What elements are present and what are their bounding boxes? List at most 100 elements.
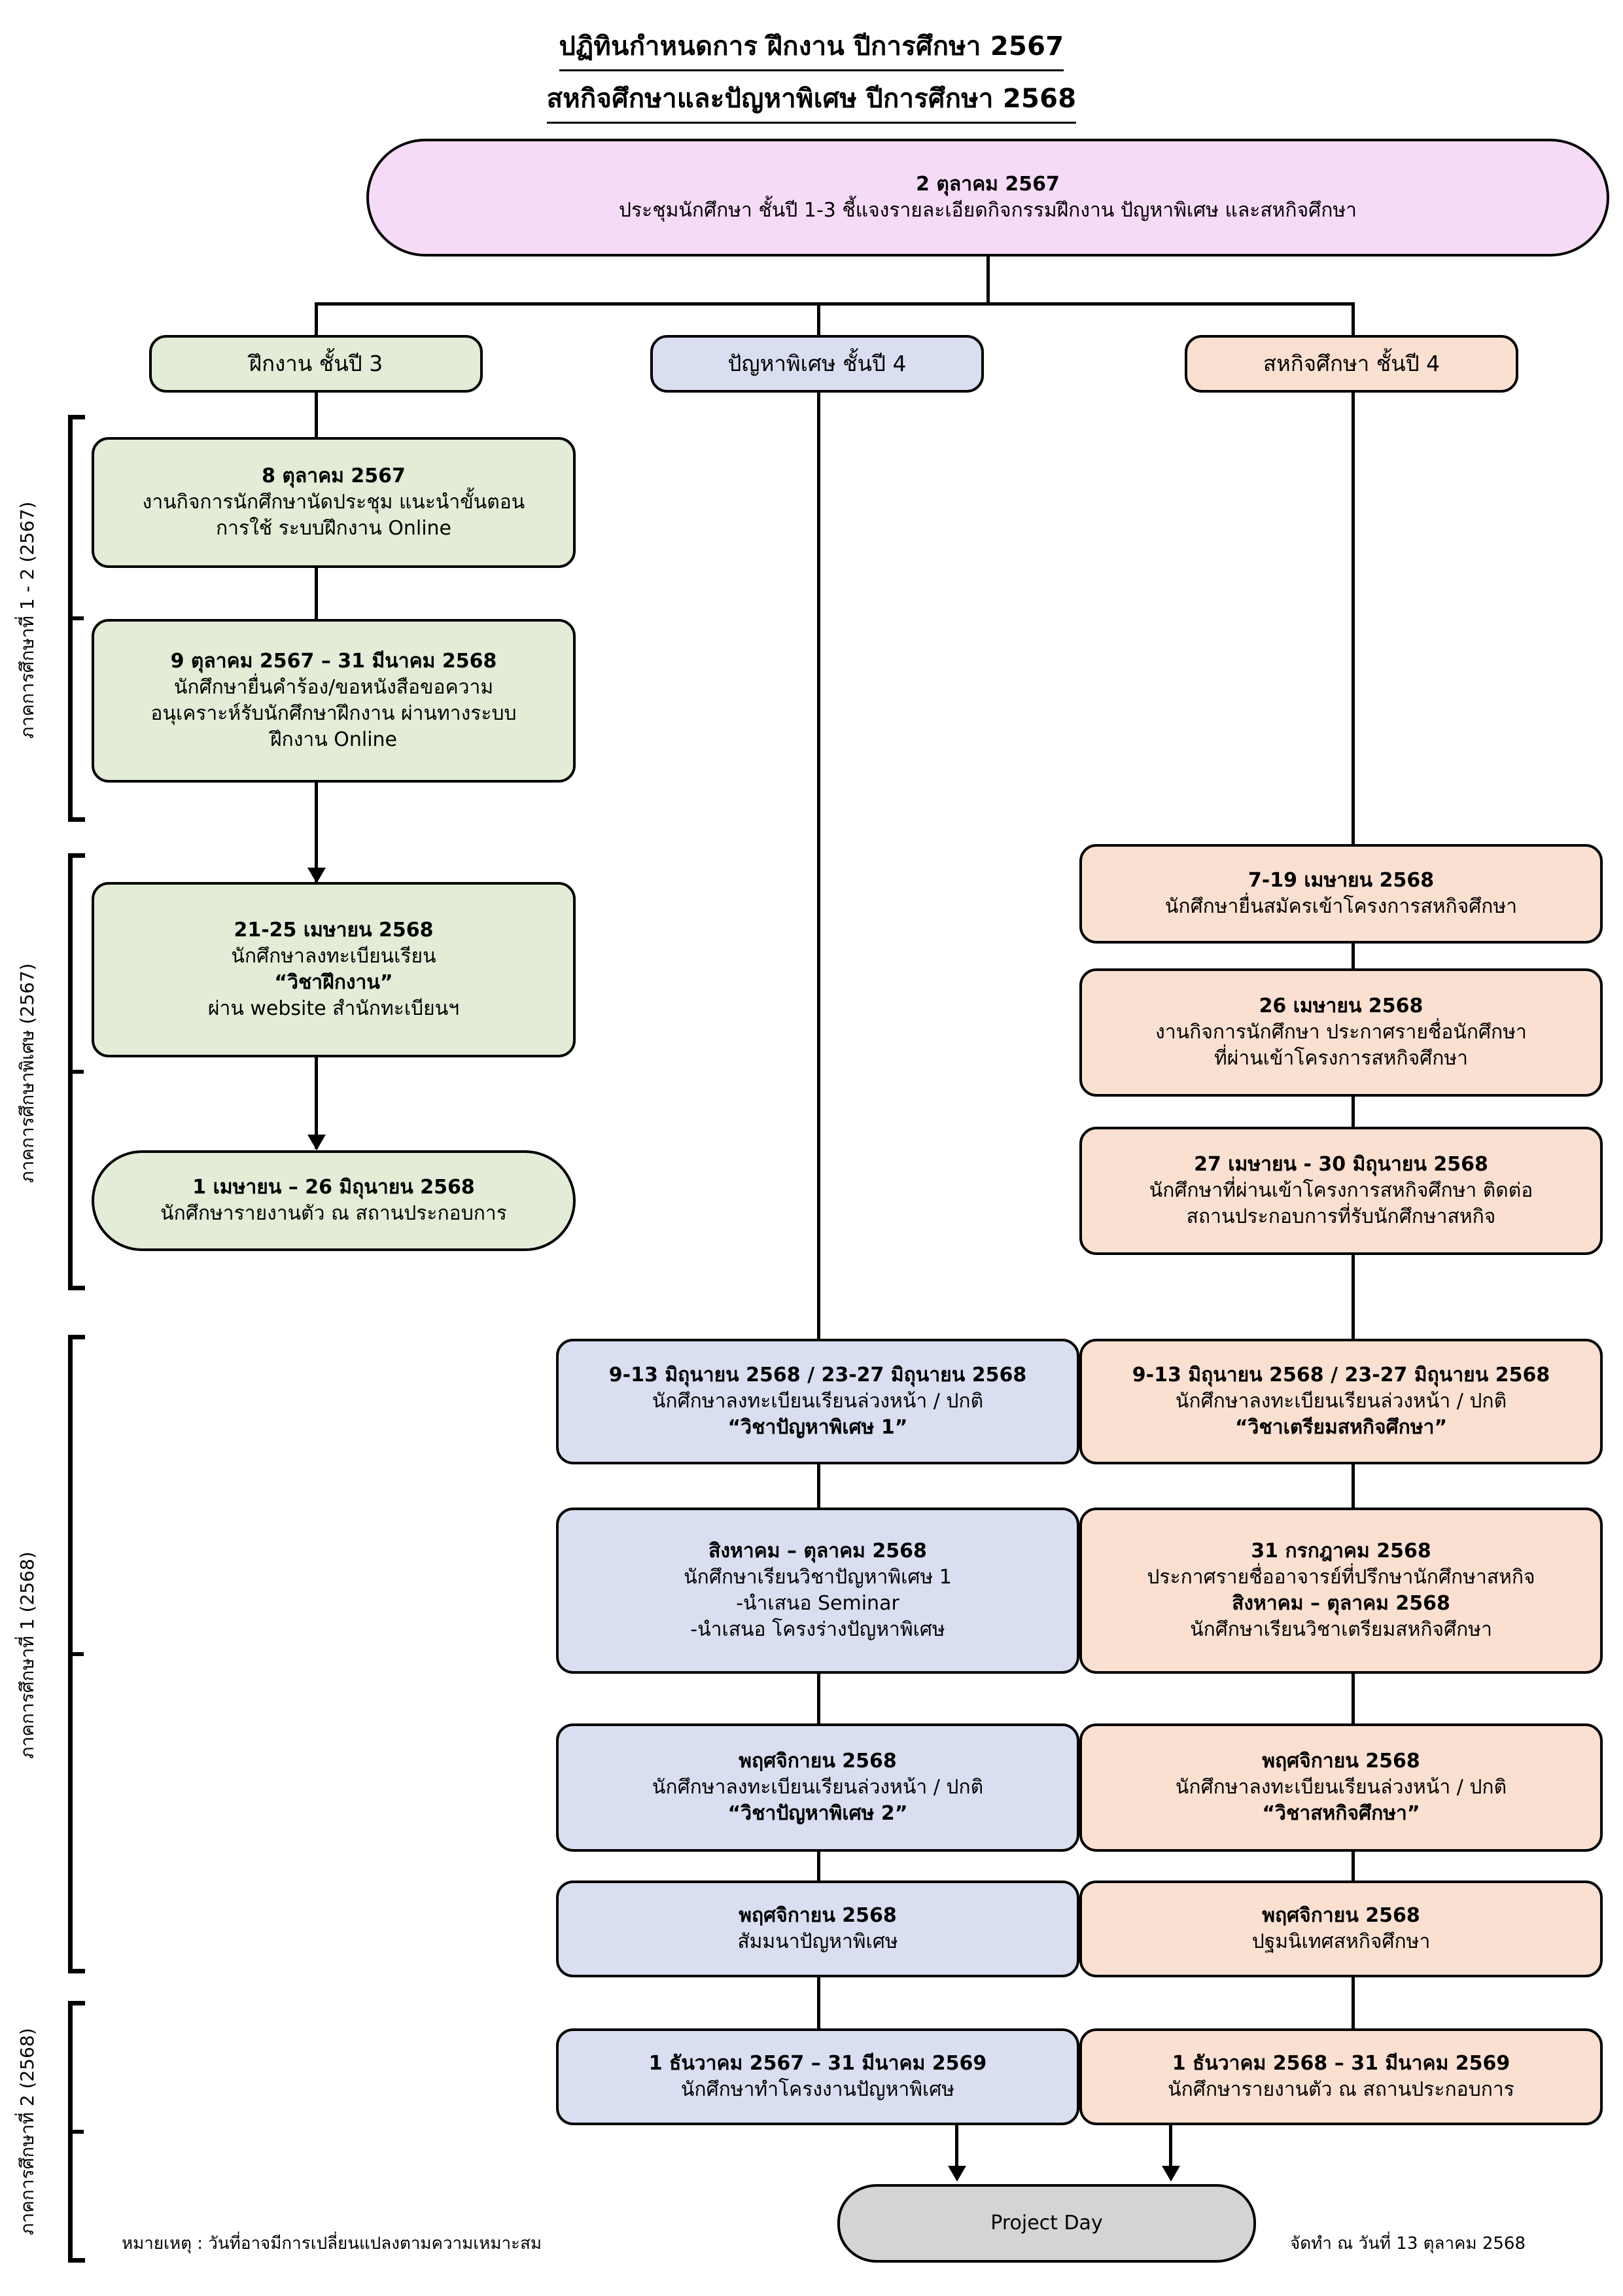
- page-title-line2: สหกิจศึกษาและปัญหาพิเศษ ปีการศึกษา 2568: [0, 77, 1623, 124]
- special-node-1-date: 9-13 มิถุนายน 2568 / 23-27 มิถุนายน 2568: [608, 1363, 1027, 1386]
- coop-node-7[interactable]: พฤศจิกายน 2568 ปฐมนิเทศสหกิจศึกษา: [1079, 1881, 1603, 1977]
- connector-root-bus: [315, 302, 1354, 306]
- special-node-4[interactable]: พฤศจิกายน 2568 สัมมนาปัญหาพิเศษ: [556, 1881, 1079, 1977]
- special-node-5-line-1: นักศึกษาทำโครงงานปัญหาพิเศษ: [680, 2078, 955, 2101]
- coop-node-3-line-2: สถานประกอบการที่รับนักศึกษาสหกิจ: [1186, 1205, 1496, 1229]
- special-node-5-date: 1 ธันวาคม 2567 – 31 มีนาคม 2569: [648, 2051, 987, 2075]
- connector-internship-1-2: [315, 568, 318, 619]
- connector-drop-coop: [1352, 302, 1355, 349]
- internship-node-1-line-2: การใช้ ระบบฝึกงาน Online: [215, 517, 452, 540]
- coop-node-3-date: 27 เมษายน - 30 มิถุนายน 2568: [1194, 1152, 1488, 1176]
- coop-node-5-line-1: ประกาศรายชื่ออาจารย์ที่ปรึกษานักศึกษาสหก…: [1147, 1565, 1535, 1589]
- special-node-2[interactable]: สิงหาคม – ตุลาคม 2568 นักศึกษาเรียนวิชาป…: [556, 1508, 1079, 1674]
- coop-node-6-subject: “วิชาสหกิจศึกษา”: [1262, 1802, 1420, 1826]
- column-header-coop[interactable]: สหกิจศึกษา ชั้นปี 4: [1185, 335, 1518, 393]
- internship-node-2[interactable]: 9 ตุลาคม 2567 – 31 มีนาคม 2568 นักศึกษาย…: [92, 619, 576, 783]
- special-node-1[interactable]: 9-13 มิถุนายน 2568 / 23-27 มิถุนายน 2568…: [556, 1339, 1079, 1464]
- connector-drop-internship: [315, 302, 318, 349]
- coop-node-7-date: พฤศจิกายน 2568: [1262, 1903, 1420, 1927]
- semester-label-2: ภาคการศึกษาพิเศษ (2567): [16, 963, 38, 1183]
- semester-label-3: ภาคการศึกษาที่ 1 (2568): [16, 1551, 38, 1759]
- connector-coop-4-5: [1352, 1464, 1355, 1511]
- page-title-line1: ปฏิทินกำหนดการ ฝึกงาน ปีการศึกษา 2567: [0, 25, 1623, 71]
- connector-coop-7-8: [1352, 1977, 1355, 2032]
- special-node-2-line-1: นักศึกษาเรียนวิชาปัญหาพิเศษ 1: [684, 1565, 952, 1589]
- coop-node-3-line-1: นักศึกษาที่ผ่านเข้าโครงการสหกิจศึกษา ติด…: [1149, 1178, 1533, 1202]
- coop-node-8-line-1: นักศึกษารายงานตัว ณ สถานประกอบการ: [1168, 2078, 1514, 2101]
- special-node-3-date: พฤศจิกายน 2568: [739, 1749, 897, 1773]
- internship-node-4-line-1: นักศึกษารายงานตัว ณ สถานประกอบการ: [160, 1202, 507, 1225]
- semester-bracket-2: [68, 853, 85, 1290]
- coop-node-1-date: 7-19 เมษายน 2568: [1248, 868, 1435, 892]
- special-node-3-subject: “วิชาปัญหาพิเศษ 2”: [727, 1802, 908, 1826]
- special-node-3[interactable]: พฤศจิกายน 2568 นักศึกษาลงทะเบียนเรียนล่ว…: [556, 1723, 1079, 1852]
- coop-node-4[interactable]: 9-13 มิถุนายน 2568 / 23-27 มิถุนายน 2568…: [1079, 1339, 1603, 1464]
- coop-node-5-line-2: นักศึกษาเรียนวิชาเตรียมสหกิจศึกษา: [1190, 1618, 1492, 1642]
- coop-node-6-date: พฤศจิกายน 2568: [1262, 1749, 1420, 1773]
- connector-special-to-projectday: [955, 2125, 958, 2176]
- coop-node-2[interactable]: 26 เมษายน 2568 งานกิจการนักศึกษา ประกาศร…: [1079, 968, 1603, 1097]
- special-node-4-line-1: สัมมนาปัญหาพิเศษ: [737, 1930, 898, 1953]
- column-header-coop-label: สหกิจศึกษา ชั้นปี 4: [1263, 350, 1440, 376]
- special-node-4-date: พฤศจิกายน 2568: [739, 1903, 897, 1927]
- footer-prepared: จัดทำ ณ วันที่ 13 ตุลาคม 2568: [1290, 2234, 1526, 2253]
- connector-internship-3-4: [315, 1057, 318, 1149]
- coop-node-3[interactable]: 27 เมษายน - 30 มิถุนายน 2568 นักศึกษาที่…: [1079, 1127, 1603, 1255]
- connector-special-2-3: [817, 1674, 820, 1727]
- connector-coop-header-down: [1352, 393, 1355, 844]
- internship-node-4[interactable]: 1 เมษายน – 26 มิถุนายน 2568 นักศึกษารายง…: [92, 1150, 576, 1251]
- column-header-internship[interactable]: ฝึกงาน ชั้นปี 3: [149, 335, 483, 393]
- footer-note: หมายเหตุ : วันที่อาจมีการเปลี่ยนแปลงตามค…: [122, 2234, 542, 2253]
- internship-node-3-date: 21-25 เมษายน 2568: [234, 918, 434, 942]
- special-node-1-subject: “วิชาปัญหาพิเศษ 1”: [727, 1416, 908, 1439]
- connector-special-1-2: [817, 1464, 820, 1511]
- special-node-5[interactable]: 1 ธันวาคม 2567 – 31 มีนาคม 2569 นักศึกษา…: [556, 2028, 1079, 2125]
- coop-node-6[interactable]: พฤศจิกายน 2568 นักศึกษาลงทะเบียนเรียนล่ว…: [1079, 1723, 1603, 1852]
- connector-coop-5-6: [1352, 1674, 1355, 1727]
- internship-node-4-date: 1 เมษายน – 26 มิถุนายน 2568: [192, 1175, 475, 1199]
- project-day-label: Project Day: [990, 2211, 1103, 2234]
- internship-node-3-subject: “วิชาฝึกงาน”: [274, 971, 393, 994]
- internship-node-3[interactable]: 21-25 เมษายน 2568 นักศึกษาลงทะเบียนเรียน…: [92, 882, 576, 1057]
- special-node-2-line-3: -นำเสนอ โครงร่างปัญหาพิเศษ: [690, 1618, 945, 1642]
- coop-node-1-line-1: นักศึกษายื่นสมัครเข้าโครงการสหกิจศึกษา: [1164, 895, 1518, 918]
- coop-node-2-line-2: ที่ผ่านเข้าโครงการสหกิจศึกษา: [1213, 1047, 1469, 1070]
- connector-special-header-down: [817, 393, 820, 1348]
- special-node-2-date: สิงหาคม – ตุลาคม 2568: [708, 1539, 927, 1563]
- coop-node-5[interactable]: 31 กรกฎาคม 2568 ประกาศรายชื่ออาจารย์ที่ป…: [1079, 1508, 1603, 1674]
- page-title-line1-text: ปฏิทินกำหนดการ ฝึกงาน ปีการศึกษา 2567: [559, 25, 1064, 71]
- internship-node-2-line-2: อนุเคราะห์รับนักศึกษาฝึกงาน ผ่านทางระบบ: [150, 702, 517, 725]
- coop-node-6-line-1: นักศึกษาลงทะเบียนเรียนล่วงหน้า / ปกติ: [1175, 1775, 1507, 1799]
- arrow-coop-to-projectday: [1162, 2166, 1180, 2181]
- coop-node-7-line-1: ปฐมนิเทศสหกิจศึกษา: [1251, 1930, 1431, 1953]
- coop-node-1[interactable]: 7-19 เมษายน 2568 นักศึกษายื่นสมัครเข้าโค…: [1079, 844, 1603, 944]
- special-node-1-line-1: นักศึกษาลงทะเบียนเรียนล่วงหน้า / ปกติ: [652, 1389, 984, 1413]
- connector-special-4-5: [817, 1977, 820, 2032]
- arrow-internship-3-4: [307, 1135, 326, 1150]
- column-header-special[interactable]: ปัญหาพิเศษ ชั้นปี 4: [650, 335, 984, 393]
- internship-node-2-date: 9 ตุลาคม 2567 – 31 มีนาคม 2568: [170, 649, 497, 673]
- special-node-2-line-2: -นำเสนอ Seminar: [736, 1592, 899, 1615]
- connector-coop-to-projectday: [1169, 2125, 1172, 2176]
- internship-node-3-line-1: นักศึกษาลงทะเบียนเรียน: [231, 944, 436, 968]
- semester-bracket-4: [68, 2001, 85, 2263]
- internship-node-2-line-3: ฝึกงาน Online: [270, 728, 398, 752]
- column-header-internship-label: ฝึกงาน ชั้นปี 3: [249, 350, 383, 376]
- root-node-date: 2 ตุลาคม 2567: [916, 172, 1060, 196]
- project-day-node[interactable]: Project Day: [837, 2184, 1256, 2263]
- special-node-3-line-1: นักศึกษาลงทะเบียนเรียนล่วงหน้า / ปกติ: [652, 1775, 984, 1799]
- internship-node-1-line-1: งานกิจการนักศึกษานัดประชุม แนะนำขั้นตอน: [142, 490, 525, 514]
- coop-node-5-date: 31 กรกฎาคม 2568: [1251, 1539, 1431, 1563]
- coop-node-8[interactable]: 1 ธันวาคม 2568 – 31 มีนาคม 2569 นักศึกษา…: [1079, 2028, 1603, 2125]
- connector-coop-2-3: [1352, 1097, 1355, 1129]
- coop-node-2-line-1: งานกิจการนักศึกษา ประกาศรายชื่อนักศึกษา: [1155, 1020, 1527, 1044]
- internship-node-1[interactable]: 8 ตุลาคม 2567 งานกิจการนักศึกษานัดประชุม…: [92, 437, 576, 568]
- root-node[interactable]: 2 ตุลาคม 2567 ประชุมนักศึกษา ชั้นปี 1-3 …: [366, 139, 1609, 256]
- connector-internship-2-3: [315, 783, 318, 882]
- column-header-special-label: ปัญหาพิเศษ ชั้นปี 4: [727, 350, 907, 376]
- semester-label-1: ภาคการศึกษาที่ 1 - 2 (2567): [16, 501, 38, 739]
- connector-coop-3-4: [1352, 1255, 1355, 1341]
- semester-bracket-3: [68, 1335, 85, 1973]
- coop-node-5-date-2: สิงหาคม – ตุลาคม 2568: [1232, 1592, 1450, 1615]
- connector-special-3-4: [817, 1852, 820, 1883]
